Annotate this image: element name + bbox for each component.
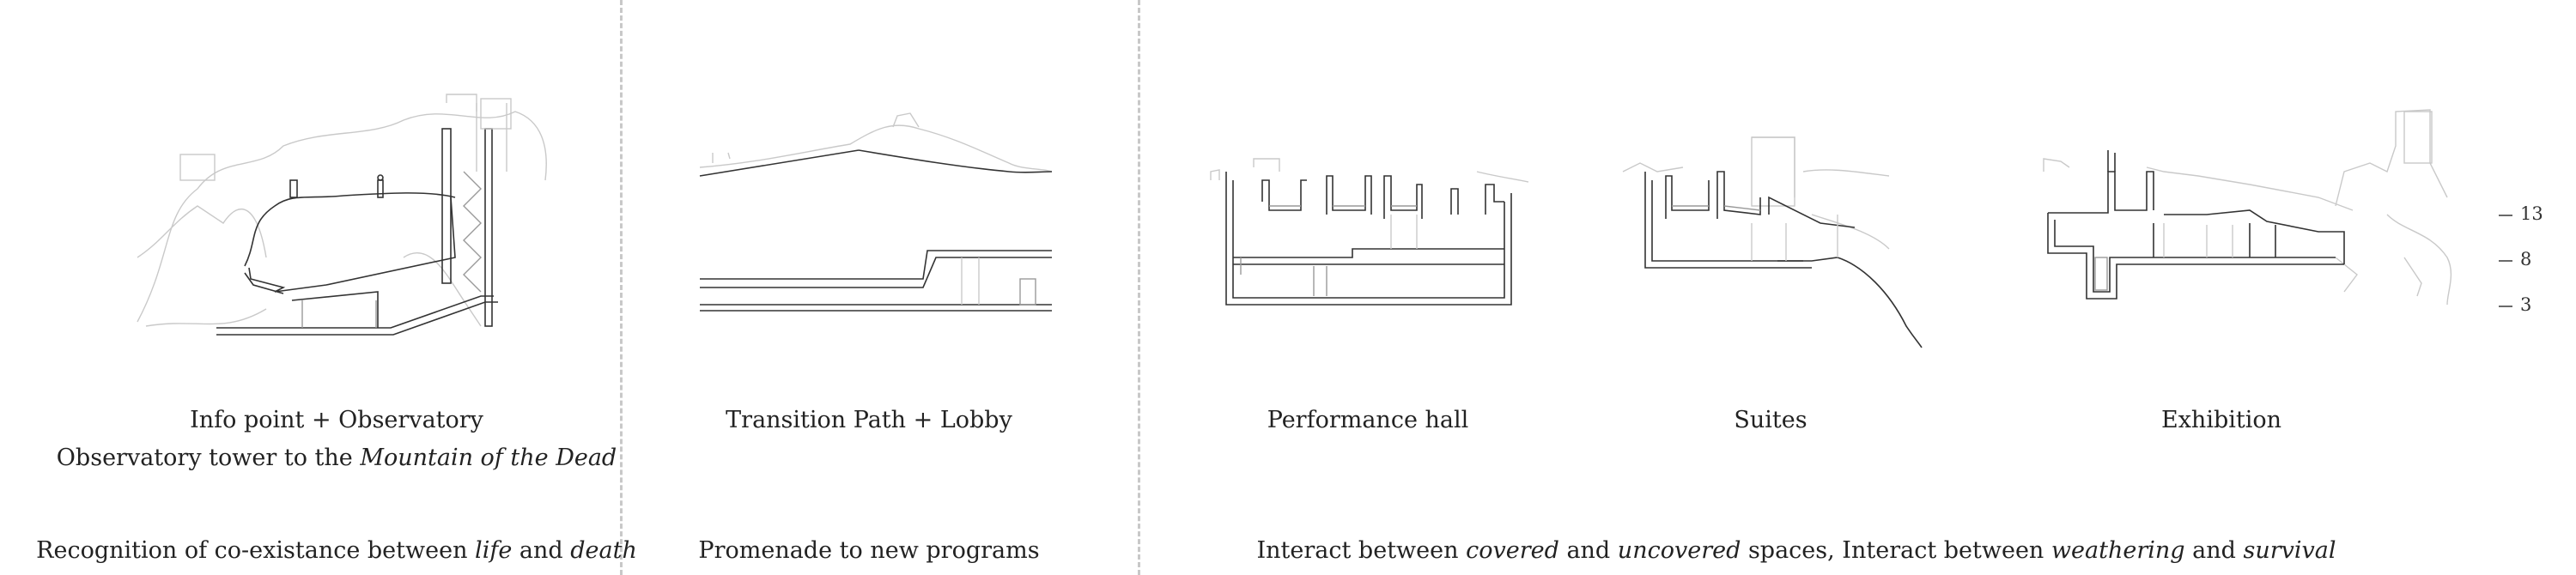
statement-text: Recognition of co-existance between <box>36 537 476 564</box>
programs-statement: Interact between covered and uncovered s… <box>1256 537 2336 564</box>
scale-label-3: 3 <box>2520 294 2532 315</box>
exhibition-caption: Exhibition <box>2160 407 2282 433</box>
transition-caption: Transition Path + Lobby <box>726 407 1012 433</box>
statement-italic: weathering <box>2050 537 2185 564</box>
statement-italic: life <box>475 537 513 564</box>
statement-italic: death <box>570 537 637 564</box>
observatory-subcaption-text: Observatory tower to the <box>56 445 361 471</box>
performance-hall-section <box>1210 158 1529 306</box>
statement-text: and <box>512 537 571 564</box>
statement-text: and <box>1558 537 1618 564</box>
statement-text: spaces, Interact between <box>1741 537 2051 564</box>
observatory-statement: Recognition of co-existance between life… <box>36 537 637 564</box>
observatory-section <box>137 94 547 336</box>
observatory-subcaption: Observatory tower to the Mountain of the… <box>57 445 617 471</box>
statement-italic: covered <box>1466 537 1559 564</box>
suites-caption: Suites <box>1734 407 1807 433</box>
transition-statement: Promenade to new programs <box>698 537 1040 564</box>
scale-label-13: 13 <box>2520 203 2543 224</box>
observatory-subcaption-italic: Mountain of the Dead <box>360 445 617 471</box>
panel-divider <box>620 0 623 575</box>
statement-italic: uncovered <box>1617 537 1741 564</box>
observatory-caption: Info point + Observatory <box>190 407 483 433</box>
performance-hall-caption: Performance hall <box>1267 407 1469 433</box>
elevation-scale <box>2499 215 2512 307</box>
transition-section <box>699 112 1053 312</box>
statement-text: and <box>2184 537 2244 564</box>
panel-divider <box>1138 0 1140 575</box>
scale-label-8: 8 <box>2520 249 2532 269</box>
exhibition-section <box>2043 109 2452 306</box>
statement-italic: survival <box>2243 537 2336 564</box>
suites-section <box>1622 136 1923 348</box>
statement-text: Interact between <box>1256 537 1467 564</box>
